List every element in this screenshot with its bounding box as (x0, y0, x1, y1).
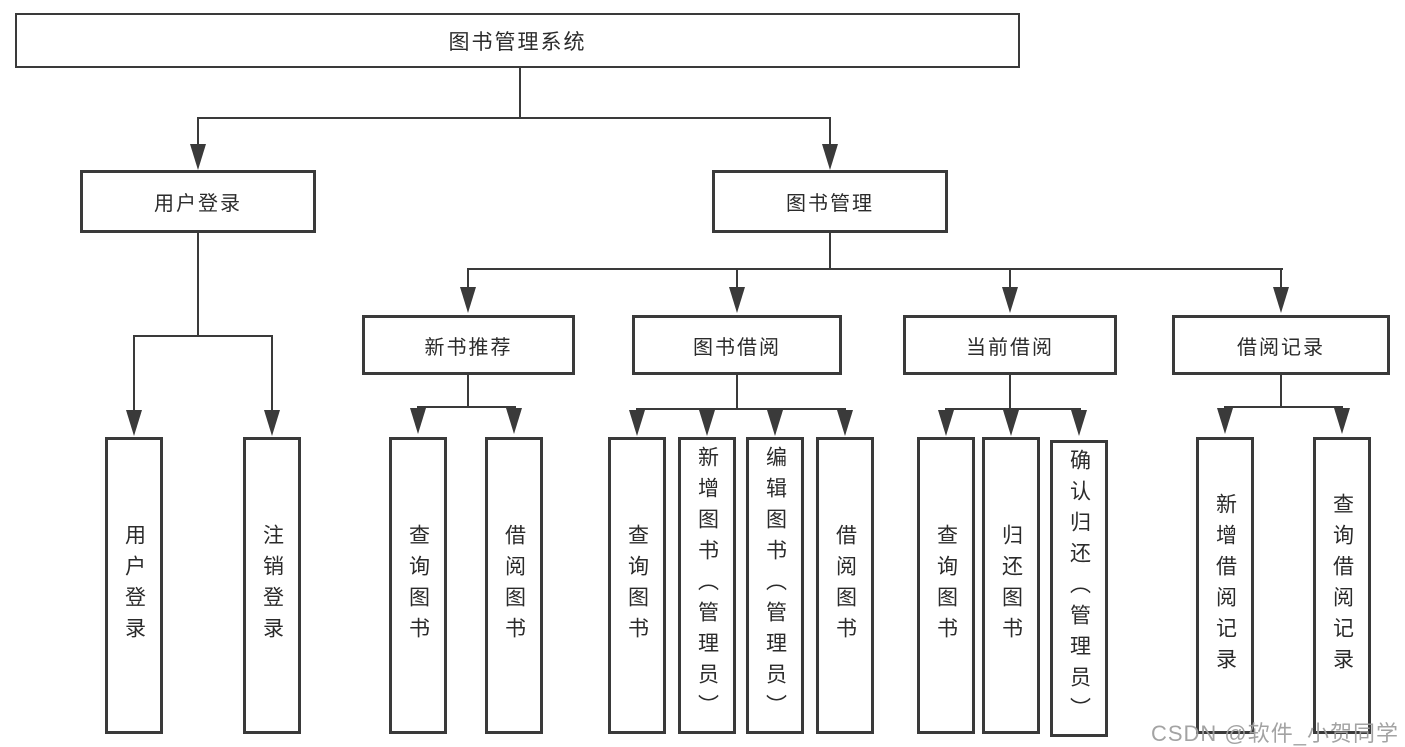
leaf-new-rec-borrow-books-label: 借阅图书 (502, 523, 526, 648)
leaf-borrow-add-books-admin: 新增图书（管理员） (678, 437, 736, 734)
node-new-rec-label: 新书推荐 (424, 336, 513, 359)
leaf-current-return-books-label: 归还图书 (999, 523, 1023, 648)
connector-drop-book-borrow (736, 268, 738, 288)
connector-drop-leaf-logout (271, 335, 273, 411)
connector-borrow-records-stem (1280, 375, 1282, 407)
arrowhead-borrow-records-leaf-1 (1217, 408, 1233, 434)
arrowhead-new-rec-leaf-1 (410, 408, 426, 434)
leaf-current-confirm-return-admin: 确认归还（管理员） (1050, 440, 1108, 737)
arrowhead-book-borrow-leaf-3 (767, 410, 783, 436)
node-borrow-records-label: 借阅记录 (1237, 336, 1325, 359)
connector-user-login-bar (133, 335, 273, 337)
leaf-borrow-edit-books-admin-label: 编辑图书（管理员） (763, 446, 787, 725)
connector-new-rec-bar (417, 406, 516, 408)
arrowhead-leaf-login (126, 410, 142, 436)
arrowhead-new-rec-leaf-2 (506, 408, 522, 434)
arrowhead-book-mgmt (822, 144, 838, 170)
leaf-logout: 注销登录 (243, 437, 301, 734)
leaf-logout-label: 注销登录 (260, 523, 284, 648)
connector-drop-leaf-login (133, 335, 135, 411)
node-current-borrow-label: 当前借阅 (966, 336, 1054, 359)
leaf-borrow-edit-books-admin: 编辑图书（管理员） (746, 437, 804, 734)
node-root-label: 图书管理系统 (448, 30, 587, 54)
connector-drop-borrow-records (1280, 268, 1282, 288)
node-borrow-records: 借阅记录 (1172, 315, 1390, 375)
arrowhead-book-borrow-leaf-1 (629, 410, 645, 436)
connector-current-borrow-stem (1009, 375, 1011, 409)
leaf-borrow-query-books-label: 查询图书 (625, 523, 649, 648)
arrowhead-current-borrow-leaf-3 (1071, 410, 1087, 436)
node-book-mgmt: 图书管理 (712, 170, 948, 233)
leaf-current-query-books-label: 查询图书 (934, 523, 958, 648)
arrowhead-current-borrow-leaf-2 (1003, 410, 1019, 436)
leaf-user-login: 用户登录 (105, 437, 163, 734)
arrowhead-borrow-records-leaf-2 (1334, 408, 1350, 434)
leaf-borrow-query-books: 查询图书 (608, 437, 666, 734)
connector-book-borrow-stem (736, 375, 738, 409)
connector-current-borrow-bar (945, 408, 1081, 410)
connector-new-rec-stem (467, 375, 469, 407)
leaf-borrow-add-books-admin-label: 新增图书（管理员） (695, 446, 719, 725)
leaf-records-add-record-label: 新增借阅记录 (1213, 492, 1237, 679)
connector-drop-current-borrow (1009, 268, 1011, 288)
node-current-borrow: 当前借阅 (903, 315, 1117, 375)
arrowhead-current-borrow-leaf-1 (938, 410, 954, 436)
arrowhead-book-borrow (729, 287, 745, 313)
connector-book-borrow-bar (636, 408, 846, 410)
leaf-new-rec-query-books-label: 查询图书 (406, 523, 430, 648)
node-new-rec: 新书推荐 (362, 315, 575, 375)
node-user-login: 用户登录 (80, 170, 316, 233)
leaf-records-query-record-label: 查询借阅记录 (1330, 492, 1354, 679)
connector-book-mgmt-bar (467, 268, 1283, 270)
leaf-current-return-books: 归还图书 (982, 437, 1040, 734)
connector-book-mgmt-stem (829, 233, 831, 269)
arrowhead-book-borrow-leaf-2 (699, 410, 715, 436)
csdn-watermark: CSDN @软件_小贺同学 (1150, 721, 1399, 746)
leaf-records-query-record: 查询借阅记录 (1313, 437, 1371, 734)
node-root: 图书管理系统 (15, 13, 1020, 68)
leaf-new-rec-borrow-books: 借阅图书 (485, 437, 543, 734)
connector-root-bar (197, 117, 831, 119)
leaf-new-rec-query-books: 查询图书 (389, 437, 447, 734)
leaf-user-login-label: 用户登录 (122, 523, 146, 648)
leaf-current-confirm-return-admin-label: 确认归还（管理员） (1067, 449, 1091, 728)
arrowhead-user-login (190, 144, 206, 170)
node-book-mgmt-label: 图书管理 (786, 193, 874, 215)
connector-borrow-records-bar (1224, 406, 1343, 408)
arrowhead-book-borrow-leaf-4 (837, 410, 853, 436)
arrowhead-new-rec (460, 287, 476, 313)
connector-user-login-stem (197, 233, 199, 336)
arrowhead-current-borrow (1002, 287, 1018, 313)
connector-root-stem (519, 68, 521, 118)
connector-drop-book-mgmt (829, 117, 831, 145)
arrowhead-leaf-logout (264, 410, 280, 436)
arrowhead-borrow-records (1273, 287, 1289, 313)
connector-drop-user-login (197, 117, 199, 145)
leaf-current-query-books: 查询图书 (917, 437, 975, 734)
leaf-borrow-borrow-books-label: 借阅图书 (833, 523, 857, 648)
leaf-records-add-record: 新增借阅记录 (1196, 437, 1254, 734)
node-book-borrow: 图书借阅 (632, 315, 842, 375)
leaf-borrow-borrow-books: 借阅图书 (816, 437, 874, 734)
node-book-borrow-label: 图书借阅 (693, 336, 781, 359)
connector-drop-new-rec (467, 268, 469, 288)
node-user-login-label: 用户登录 (154, 193, 242, 215)
